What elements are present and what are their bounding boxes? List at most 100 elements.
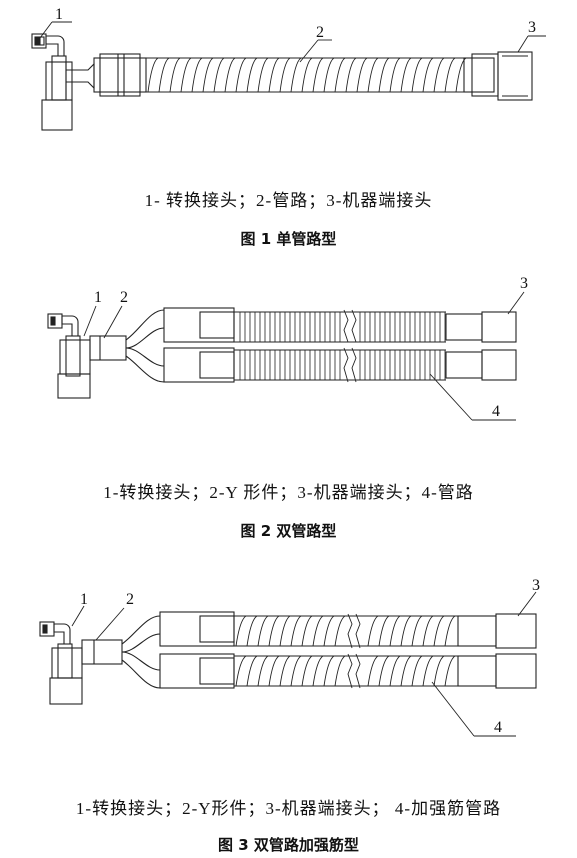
patient-end-cuff: [93, 53, 147, 97]
tube-spiral-rib: [411, 655, 423, 687]
callout-1: 1: [80, 591, 88, 608]
tube-spiral-rib: [422, 655, 434, 687]
figure-1-legend: 1- 转换接头；2-管路；3-机器端接头: [144, 191, 433, 210]
tube-spiral-rib: [290, 655, 302, 687]
tube-spiral-rib: [301, 655, 313, 687]
tube-spiral-rib: [323, 57, 335, 93]
tube-spiral-rib: [224, 57, 236, 93]
tube-spiral-rib: [268, 615, 280, 647]
tube-spiral-rib: [367, 615, 379, 647]
corrugated-tube-lower: [234, 349, 446, 381]
tube-spiral-rib: [367, 57, 379, 93]
adapter-connector: [47, 313, 91, 399]
callout-3: 3: [532, 577, 540, 594]
callout-2: 2: [120, 289, 128, 306]
tube-spiral-rib: [235, 615, 247, 647]
tube-spiral-rib: [268, 655, 280, 687]
tube-spiral-rib: [290, 615, 302, 647]
corrugated-tube-upper: [234, 311, 446, 343]
figure-3-legend: 1-转换接头；2-Y形件；3-机器端接头； 4-加强筋管路: [75, 799, 502, 818]
figure-3-caption: 图 3 双管路加强筋型: [218, 836, 359, 854]
tube-spiral-rib: [246, 615, 258, 647]
tube-spiral-rib: [257, 57, 269, 93]
machine-end-connectors: [457, 613, 537, 689]
tube-spiral-rib: [433, 655, 445, 687]
tube-spiral-rib: [367, 655, 379, 687]
tube-spiral-rib: [422, 615, 434, 647]
tube-spiral-rib: [389, 57, 401, 93]
break-marks: [347, 613, 361, 689]
tube-spiral-rib: [191, 57, 203, 93]
tube-spiral-rib: [323, 615, 335, 647]
tube-spiral-rib: [279, 655, 291, 687]
tube-spiral-rib: [147, 57, 159, 93]
tube-spiral-rib: [356, 57, 368, 93]
machine-end-connector: [463, 51, 533, 101]
adapter-connector: [39, 621, 83, 705]
tube-spiral-rib: [334, 615, 346, 647]
figure-1-caption: 图 1 单管路型: [240, 230, 337, 248]
callout-4: 4: [494, 719, 502, 736]
tube-spiral-rib: [400, 655, 412, 687]
tube-spiral-rib: [389, 655, 401, 687]
adapter-connector: [31, 33, 95, 131]
figure-2-caption: 图 2 双管路型: [240, 522, 337, 540]
tube-spiral-rib: [312, 57, 324, 93]
callout-4: 4: [492, 403, 500, 420]
tube-spiral-rib: [246, 655, 258, 687]
tube-spiral-rib: [169, 57, 181, 93]
tube-spiral-rib: [400, 57, 412, 93]
figure-2-drawing: 1 2 3 4: [47, 275, 528, 421]
tube-spiral-rib: [411, 615, 423, 647]
figure-3-drawing: 1 2 3 4: [39, 577, 540, 737]
tube-spiral-rib: [345, 57, 357, 93]
tube-spiral-rib: [301, 57, 313, 93]
tube-spiral-rib: [257, 655, 269, 687]
callout-1: 1: [94, 289, 102, 306]
tube-spiral-rib: [301, 615, 313, 647]
tube-spiral-rib: [257, 615, 269, 647]
y-piece: [81, 615, 161, 689]
callout-2: 2: [126, 591, 134, 608]
tube-spiral-rib: [334, 655, 346, 687]
callout-1: 1: [55, 6, 63, 23]
tube-spiral-rib: [422, 57, 434, 93]
callout-3: 3: [528, 19, 536, 36]
machine-end-connectors: [445, 311, 517, 381]
tube-spiral-rib: [455, 57, 467, 93]
tube-spiral-rib: [433, 615, 445, 647]
break-marks: [343, 309, 357, 383]
tube-spiral-rib: [279, 57, 291, 93]
tube-spiral-rib: [378, 57, 390, 93]
corrugated-tube: [146, 57, 467, 93]
tube-spiral-rib: [411, 57, 423, 93]
reinforced-tube-upper: [234, 615, 458, 647]
tube-spiral-rib: [444, 655, 456, 687]
tube-spiral-rib: [246, 57, 258, 93]
tube-spiral-rib: [312, 655, 324, 687]
leader-lines: [39, 21, 546, 63]
tube-cuffs-left: [163, 307, 235, 383]
tube-cuffs-left: [159, 611, 235, 689]
figure-2-legend: 1-转换接头；2-Y 形件；3-机器端接头；4-管路: [103, 483, 474, 502]
tube-spiral-rib: [213, 57, 225, 93]
tube-spiral-rib: [444, 615, 456, 647]
tube-spiral-rib: [290, 57, 302, 93]
callout-3: 3: [520, 275, 528, 292]
tube-spiral-rib: [378, 655, 390, 687]
leader-lines: [71, 591, 537, 737]
tube-spiral-rib: [389, 615, 401, 647]
tube-spiral-rib: [334, 57, 346, 93]
tube-spiral-rib: [268, 57, 280, 93]
tube-spiral-rib: [400, 615, 412, 647]
callout-2: 2: [316, 24, 324, 41]
y-piece: [89, 309, 165, 383]
tube-spiral-rib: [378, 615, 390, 647]
tube-spiral-rib: [433, 57, 445, 93]
tube-spiral-rib: [444, 57, 456, 93]
reinforced-tube-lower: [234, 655, 458, 687]
tube-spiral-rib: [180, 57, 192, 93]
tube-spiral-rib: [235, 655, 247, 687]
tube-spiral-rib: [279, 615, 291, 647]
figure-1-drawing: 1 2 3: [31, 6, 546, 131]
